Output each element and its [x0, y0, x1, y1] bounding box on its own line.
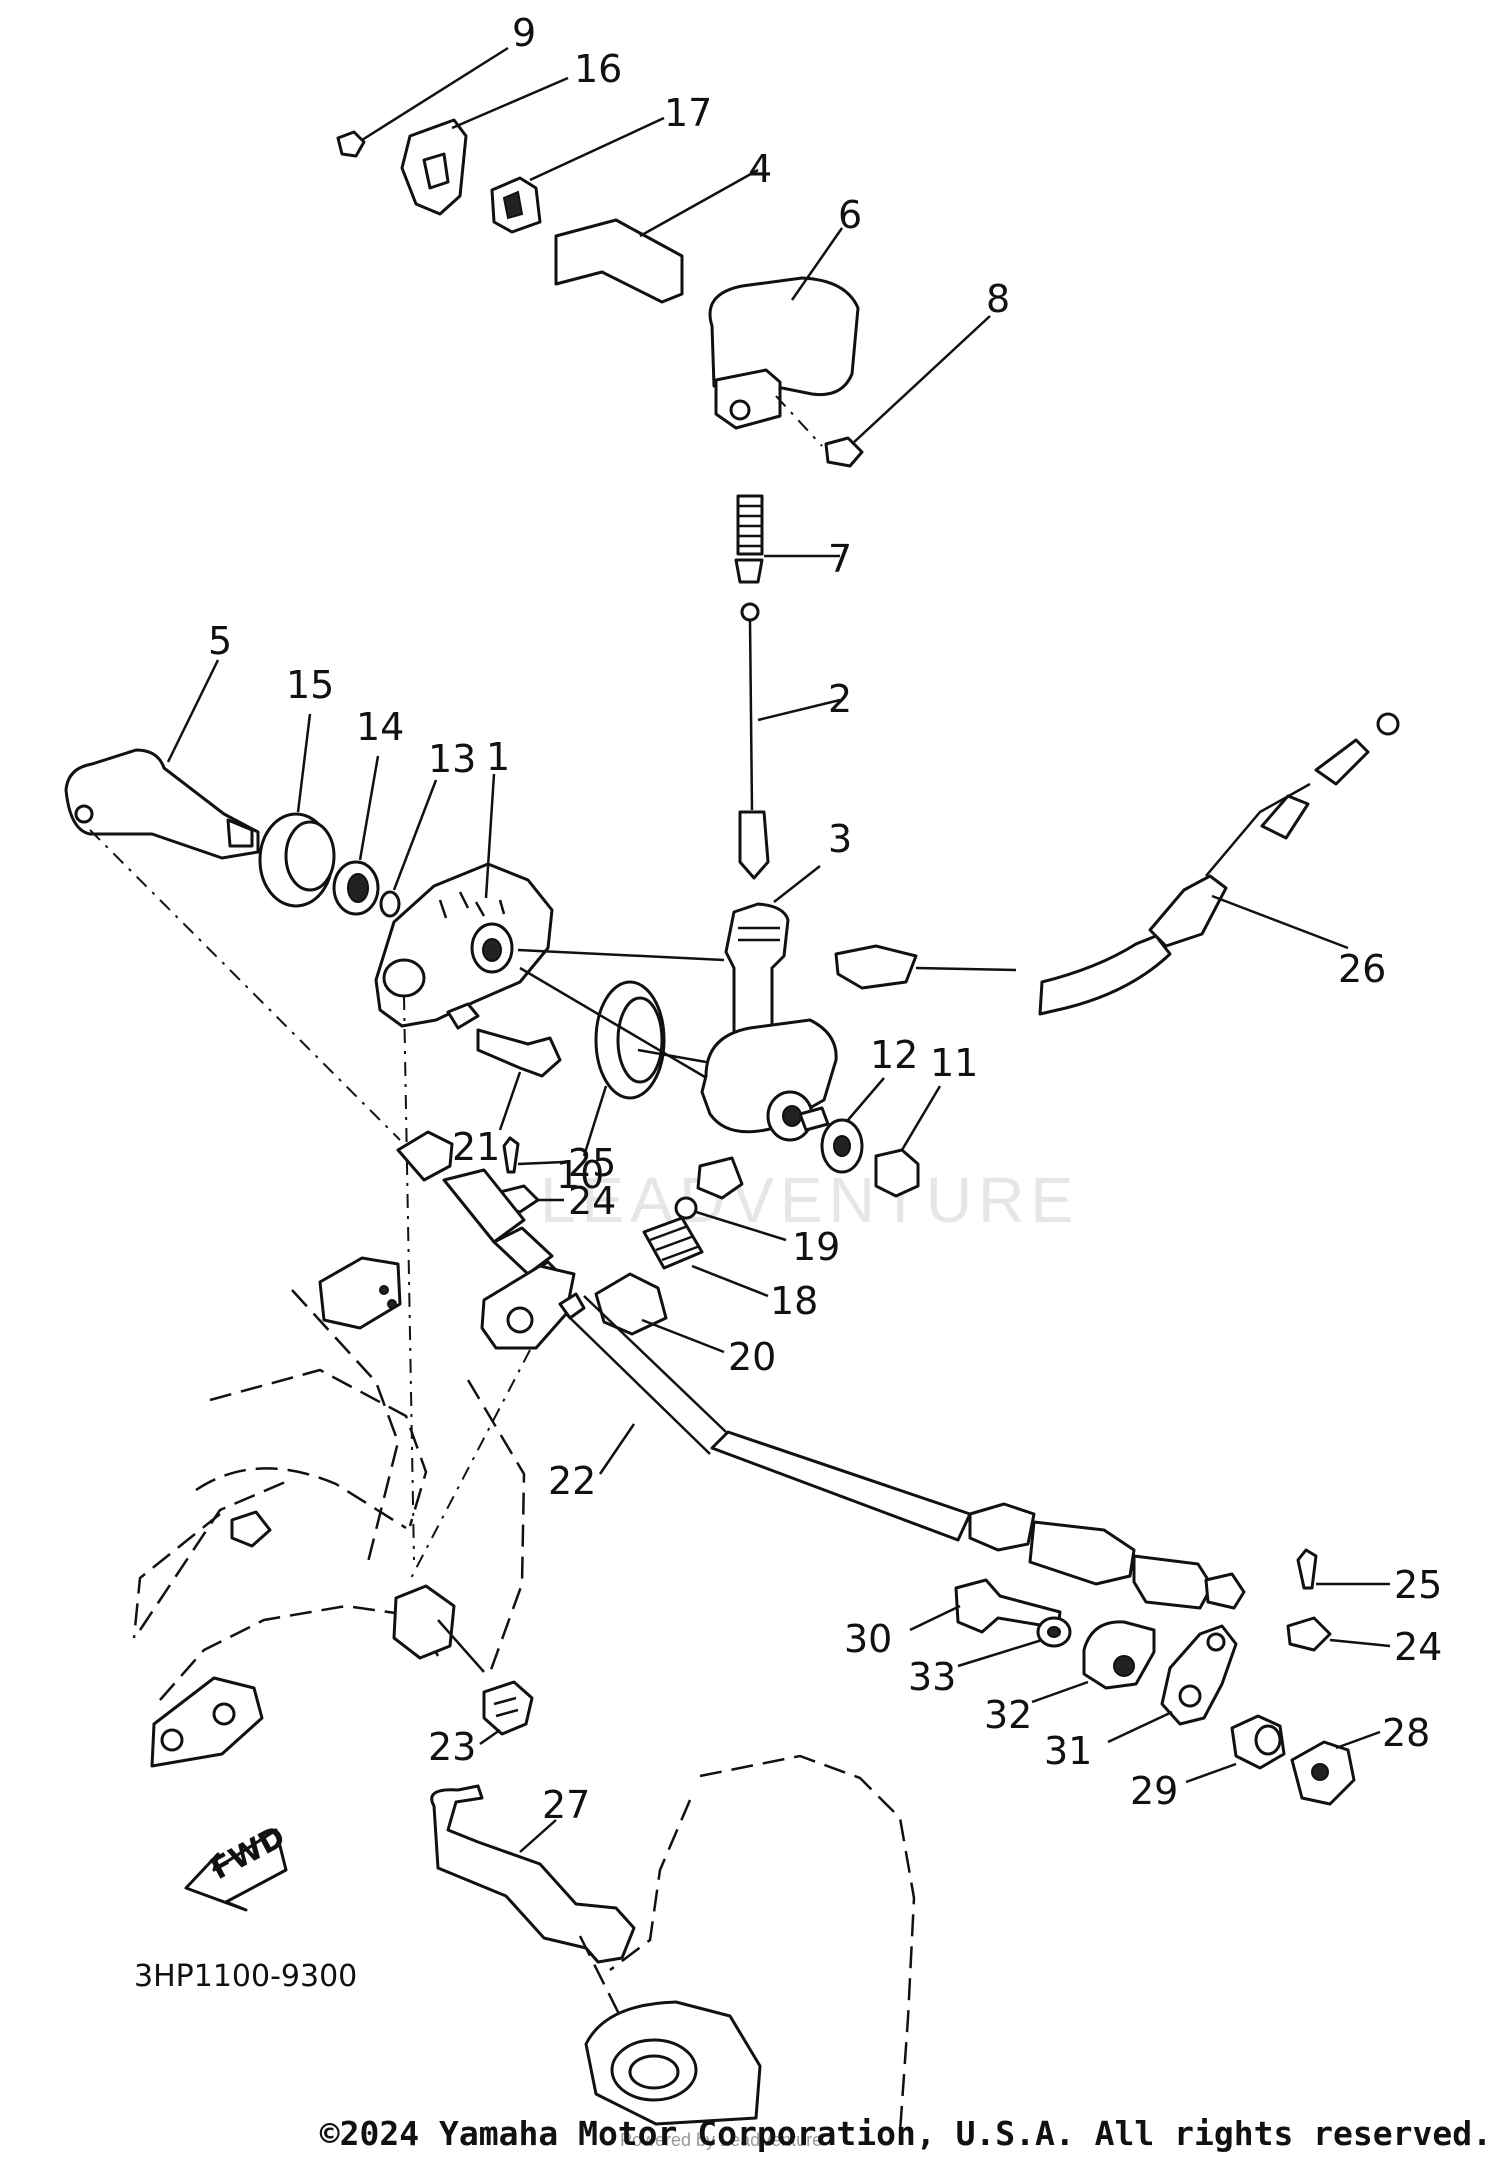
part-10-seal — [582, 980, 666, 1157]
copyright-notice: ©2024 Yamaha Motor Corporation, U.S.A. A… — [319, 2114, 1492, 2153]
callout-6: 6 — [838, 193, 862, 237]
callout-18: 18 — [770, 1279, 818, 1323]
callout-4: 4 — [748, 147, 772, 191]
callout-19: 19 — [792, 1225, 840, 1269]
callout-27: 27 — [542, 1783, 590, 1827]
callout-7: 7 — [828, 537, 852, 581]
part-3-lever — [696, 865, 838, 1200]
callout-17: 17 — [664, 91, 712, 135]
callout-22: 22 — [548, 1459, 596, 1503]
part-30-bolt — [909, 1578, 1062, 1634]
callout-28: 28 — [1382, 1711, 1430, 1755]
callout-20: 20 — [728, 1335, 776, 1379]
callout-29: 29 — [1130, 1769, 1178, 1813]
part-33-washer — [957, 1616, 1072, 1668]
callout-33: 33 — [908, 1655, 956, 1699]
centerline-23 — [409, 1349, 531, 1581]
callout-24b: 24 — [1394, 1625, 1442, 1669]
callout-16: 16 — [574, 47, 622, 91]
watermark: LEADVENTURE — [540, 1164, 1079, 1236]
callout-12: 12 — [870, 1033, 918, 1077]
callout-30: 30 — [844, 1617, 892, 1661]
part-25-cotter-pin-right — [1296, 1548, 1390, 1590]
callout-14: 14 — [356, 705, 404, 749]
part-21-bolt — [476, 1028, 562, 1131]
callout-24a: 24 — [568, 1179, 616, 1223]
callout-21: 21 — [452, 1125, 500, 1169]
callout-23: 23 — [428, 1725, 476, 1769]
part-27-bracket — [430, 1784, 636, 1964]
callout-5: 5 — [208, 619, 232, 663]
watermark-small: Powered by LeadVenture — [620, 2130, 822, 2150]
callout-25a: 25 — [568, 1141, 616, 1185]
part-15-seal — [258, 713, 336, 908]
part-12-washer — [820, 1077, 885, 1174]
callout-9: 9 — [512, 11, 536, 55]
frame-linkage — [132, 1256, 526, 1768]
connector-1-3 — [517, 948, 725, 962]
callout-26: 26 — [1338, 947, 1386, 991]
part-5-shaft — [64, 659, 260, 860]
engine-case — [578, 1754, 916, 2133]
part-7-spring — [734, 494, 840, 584]
part-4-plate — [554, 168, 759, 304]
part-29-bushing — [1185, 1714, 1286, 1784]
part-26-cable — [834, 712, 1400, 1016]
part-28-nut — [1290, 1730, 1381, 1806]
connector-10-3 — [519, 966, 711, 1082]
part-18-spring — [642, 1216, 769, 1298]
part-9-screw — [336, 46, 509, 158]
part-24-pin-right — [1286, 1616, 1391, 1652]
part-13-oring — [379, 779, 438, 918]
callout-1: 1 — [486, 735, 510, 779]
part-6-knob — [708, 227, 860, 430]
callout-32: 32 — [984, 1693, 1032, 1737]
callout-25b: 25 — [1394, 1563, 1442, 1607]
part-1-housing — [374, 773, 554, 1030]
part-2-rod — [738, 602, 841, 880]
part-19-ball — [674, 1196, 787, 1242]
connector-seal — [637, 1048, 707, 1064]
part-11-nut — [874, 1085, 942, 1198]
callout-31: 31 — [1044, 1729, 1092, 1773]
part-23-bolt — [479, 1680, 534, 1746]
callout-15: 15 — [286, 663, 334, 707]
part-16-cover — [400, 76, 569, 216]
part-22-shift-rod — [396, 1130, 1246, 1610]
drawing-code: 3HP1100-9300 — [134, 1959, 357, 1994]
fwd-arrow-icon: FWD — [184, 1819, 291, 1912]
part-31-lever-arm — [1107, 1624, 1238, 1744]
callout-8: 8 — [986, 277, 1010, 321]
part-20-plug — [594, 1272, 725, 1354]
part-14-washer — [332, 755, 380, 916]
callout-2: 2 — [828, 677, 852, 721]
callout-3: 3 — [828, 817, 852, 861]
part-32-collar — [1031, 1620, 1156, 1704]
part-17-clip — [490, 116, 665, 234]
part-8-screw — [775, 315, 991, 468]
callout-10: 10 — [556, 1153, 604, 1197]
centerline-1 — [403, 995, 415, 1561]
callout-13: 13 — [428, 737, 476, 781]
centerline-5 — [89, 829, 401, 1141]
callout-11: 11 — [930, 1041, 978, 1085]
part-25-cotter-pin-left — [502, 1136, 565, 1174]
